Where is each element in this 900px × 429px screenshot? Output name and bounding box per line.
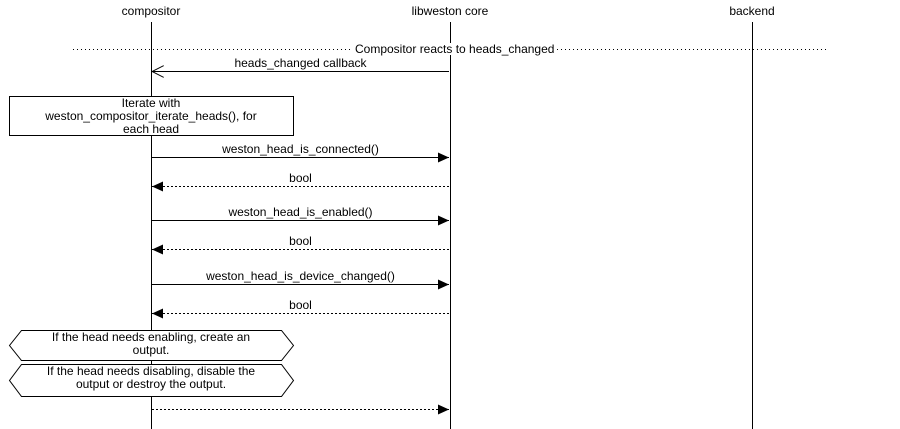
message-label-1: weston_head_is_connected(): [222, 141, 379, 156]
message-label-5: weston_head_is_device_changed(): [206, 268, 395, 283]
note-text-2: If the head needs disabling, disable the…: [46, 364, 256, 391]
divider-label: Compositor reacts to heads_changed: [353, 43, 557, 55]
participant-label-compositor: compositor: [121, 4, 181, 18]
message-label-6: bool: [289, 297, 312, 312]
message-label-4: bool: [289, 233, 312, 248]
message-label-2: bool: [289, 170, 312, 185]
lifelines-group: [151, 22, 753, 429]
note-hexagon-1: [8, 330, 295, 361]
message-label-3: weston_head_is_enabled(): [228, 204, 373, 219]
notes-group: [8, 96, 295, 397]
message-label-0: heads_changed callback: [234, 55, 367, 70]
note-box-0: [9, 96, 294, 136]
note-hexagon-2: [8, 364, 295, 397]
participant-label-backend: backend: [729, 4, 775, 18]
note-text-1: If the head needs enabling, create an ou…: [51, 330, 251, 357]
messages-group: [152, 72, 449, 415]
note-text-0: Iterate with weston_compositor_iterate_h…: [45, 96, 257, 136]
participant-label-libweston-core: libweston core: [411, 4, 489, 18]
